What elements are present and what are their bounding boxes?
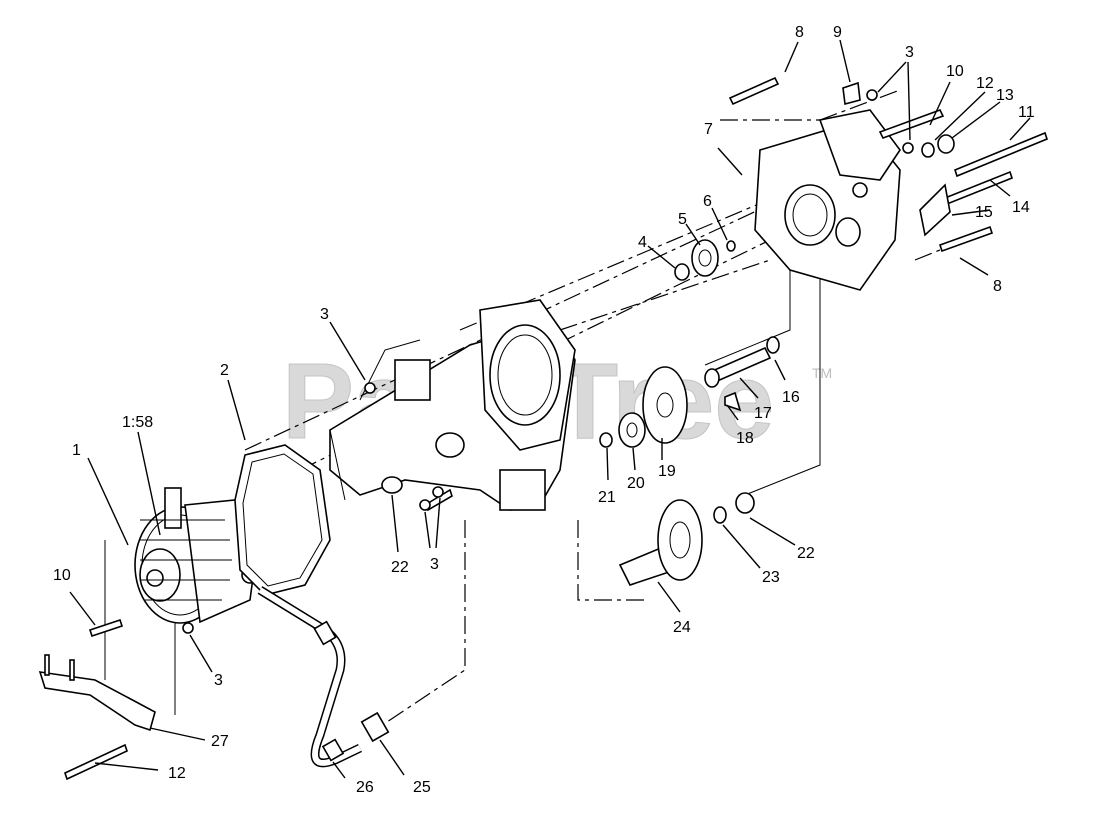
- callout-18: 18: [736, 430, 754, 447]
- part-housing-1: [134, 487, 259, 624]
- callout-12: 12: [168, 765, 186, 782]
- callout-12: 12: [976, 75, 994, 92]
- part-bracket-27: [38, 654, 156, 732]
- part-side-cover: [754, 109, 901, 291]
- leader-lines: [69, 39, 1031, 779]
- callout-10: 10: [53, 567, 71, 584]
- gears-shafts: [381, 239, 772, 586]
- callout-22: 22: [797, 545, 815, 562]
- callout-13: 13: [996, 87, 1014, 104]
- bolts: [64, 76, 1048, 781]
- callout-8: 8: [993, 278, 1002, 295]
- callout-21: 21: [598, 489, 616, 506]
- callout-3: 3: [905, 44, 914, 61]
- callout-labels: 1 1:58 2 3 3 3 3 4 5 6 7 8 8 9 10 10 11 …: [53, 24, 1035, 796]
- watermark-trademark: TM: [812, 365, 832, 381]
- callout-15: 15: [975, 204, 993, 221]
- callout-25: 25: [413, 779, 431, 796]
- part-plate-15: [919, 183, 951, 237]
- callout-5: 5: [678, 211, 687, 228]
- callout-10: 10: [946, 63, 964, 80]
- callout-16: 16: [782, 389, 800, 406]
- callout-7: 7: [704, 121, 713, 138]
- part-hose-26: [257, 586, 362, 768]
- part-fitting-25: [360, 711, 390, 743]
- callout-20: 20: [627, 475, 645, 492]
- callout-9: 9: [833, 24, 842, 41]
- callout-23: 23: [762, 569, 780, 586]
- callout-19: 19: [658, 463, 676, 480]
- callout-1-58: 1:58: [122, 414, 153, 431]
- callout-6: 6: [703, 193, 712, 210]
- callout-17: 17: [754, 405, 772, 422]
- callout-14: 14: [1012, 199, 1030, 216]
- callout-3: 3: [430, 556, 439, 573]
- part-gasket-2: [234, 444, 331, 596]
- callout-1: 1: [72, 442, 81, 459]
- callout-3: 3: [214, 672, 223, 689]
- callout-11: 11: [1018, 104, 1035, 121]
- callout-8: 8: [795, 24, 804, 41]
- callout-24: 24: [673, 619, 691, 636]
- nuts-washers: [182, 81, 955, 634]
- callout-4: 4: [638, 234, 647, 251]
- callout-22: 22: [391, 559, 409, 576]
- callout-27: 27: [211, 733, 229, 750]
- callout-3: 3: [320, 306, 329, 323]
- callout-2: 2: [220, 362, 229, 379]
- callout-26: 26: [356, 779, 374, 796]
